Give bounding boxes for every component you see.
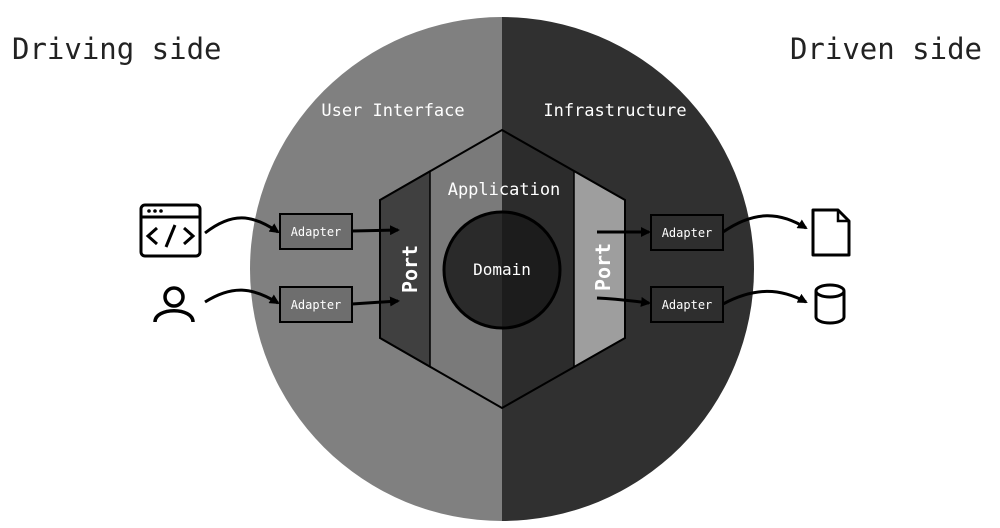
domain-circle [442, 210, 562, 330]
adapter-right-top-label: Adapter [662, 226, 713, 240]
adapter-left-top: Adapter [279, 213, 353, 250]
file-icon [811, 208, 851, 257]
left-port-label: Port [398, 245, 422, 293]
domain-label: Domain [473, 260, 531, 279]
driven-side-title: Driven side [790, 32, 982, 66]
application-label: Application [448, 180, 561, 200]
arrow-adapter-to-file [722, 214, 808, 234]
driving-side-title: Driving side [12, 32, 222, 66]
user-icon [153, 286, 195, 323]
arrow-user-to-adapter [204, 288, 280, 305]
arrow-adapter-to-left-port-bottom [351, 296, 400, 307]
arrow-adapter-to-left-port-top [351, 225, 400, 236]
right-port-label: Port [591, 243, 615, 291]
adapter-right-bottom-label: Adapter [662, 298, 713, 312]
code-window-icon [139, 203, 202, 258]
adapter-left-bottom: Adapter [279, 286, 353, 323]
arrow-right-port-to-adapter-bottom [596, 296, 651, 307]
adapter-right-top: Adapter [650, 214, 724, 251]
arrow-code-to-adapter [204, 216, 280, 235]
adapter-left-bottom-label: Adapter [291, 298, 342, 312]
application-hexagon [379, 128, 626, 410]
arrow-adapter-to-database [722, 289, 808, 306]
adapter-right-bottom: Adapter [650, 286, 724, 323]
database-icon [814, 283, 846, 325]
infrastructure-label: Infrastructure [543, 101, 686, 121]
arrows [204, 214, 808, 307]
adapter-left-top-label: Adapter [291, 225, 342, 239]
user-interface-label: User Interface [321, 101, 464, 121]
